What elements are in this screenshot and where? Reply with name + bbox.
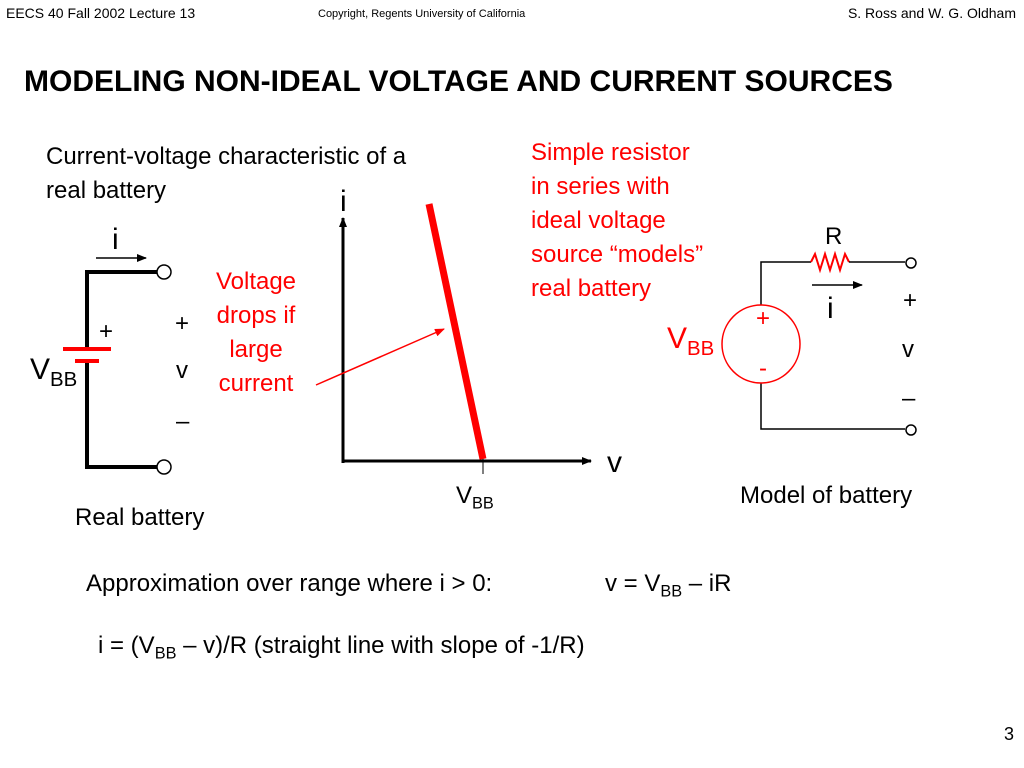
model-vbb-label: VBB xyxy=(667,322,714,359)
terminal-top xyxy=(156,264,172,280)
model-note-line-1: Simple resistor xyxy=(531,139,690,166)
model-note-line-3: ideal voltage xyxy=(531,207,666,234)
note-line-3: large xyxy=(229,336,283,363)
model-vbb-sub: BB xyxy=(687,338,715,361)
model-wire-top-left xyxy=(760,261,811,305)
terminal-minus-label: – xyxy=(176,408,190,435)
model-current-label: i xyxy=(827,292,834,325)
eq1-v: v = V xyxy=(605,570,661,597)
graph-vbb-sub: BB xyxy=(472,494,494,513)
eq1-sub: BB xyxy=(660,582,683,601)
real-battery-circuit xyxy=(63,254,172,475)
resistor-zigzag xyxy=(810,250,850,274)
page-number: 3 xyxy=(1003,724,1014,744)
battery-current-label: i xyxy=(112,223,119,256)
model-note-line-4: source “models” xyxy=(531,241,704,268)
caption-line-2: real battery xyxy=(46,177,167,204)
vbb-main: V xyxy=(30,353,51,386)
source-minus-label: - xyxy=(759,355,767,382)
model-circuit xyxy=(721,250,917,436)
equation-i: i = (VBB – v)/R (straight line with slop… xyxy=(98,632,585,663)
model-wire-bottom xyxy=(760,383,905,430)
caption-line-1: Current-voltage characteristic of a xyxy=(46,143,407,170)
equation-v: v = VBB – iR xyxy=(605,570,732,601)
terminal-plus-label: + xyxy=(175,310,190,337)
characteristic-caption: Current-voltage characteristic of a real… xyxy=(46,140,406,208)
real-battery-caption: Real battery xyxy=(75,504,205,531)
model-note: Simple resistor in series with ideal vol… xyxy=(531,136,703,306)
header-course: EECS 40 Fall 2002 Lecture 13 xyxy=(6,5,196,21)
note-pointer-arrow xyxy=(315,328,445,386)
model-note-line-2: in series with xyxy=(531,173,670,200)
ideal-voltage-source xyxy=(721,304,801,384)
iv-graph xyxy=(315,203,592,474)
approximation-text: Approximation over range where i > 0: xyxy=(86,570,493,597)
header-copyright: Copyright, Regents University of Califor… xyxy=(318,8,526,20)
terminal-v-label: v xyxy=(176,357,188,384)
eq2-b: – v)/R (straight line with slope of -1/R… xyxy=(176,632,585,659)
note-line-1: Voltage xyxy=(215,268,297,295)
eq2-a: i = (V xyxy=(98,632,155,659)
terminal-bottom xyxy=(156,459,172,475)
model-terminal-top xyxy=(905,257,917,269)
model-minus-label: – xyxy=(902,385,916,412)
header-authors: S. Ross and W. G. Oldham xyxy=(847,5,1016,21)
model-terminal-bottom xyxy=(905,424,917,436)
voltage-drop-note: Voltage drops if large current xyxy=(198,265,314,401)
characteristic-line xyxy=(425,203,487,460)
battery-plus-label: + xyxy=(99,318,114,345)
vbb-sub: BB xyxy=(50,369,78,392)
battery-vbb-label: VBB xyxy=(30,353,77,390)
graph-i-label: i xyxy=(340,185,347,218)
model-v-label: v xyxy=(902,336,914,363)
graph-vbb-label: VBB xyxy=(456,482,494,513)
battery-top-wire xyxy=(85,270,157,349)
graph-vbb-main: V xyxy=(456,482,473,509)
model-note-line-5: real battery xyxy=(531,275,652,302)
resistor-label: R xyxy=(825,223,843,250)
eq2-sub: BB xyxy=(154,644,177,663)
model-caption: Model of battery xyxy=(740,482,913,509)
graph-v-label: v xyxy=(607,446,622,479)
note-line-2: drops if xyxy=(216,302,296,329)
eq1-tail: – iR xyxy=(682,570,732,597)
source-plus-label: + xyxy=(756,305,771,332)
model-vbb-main: V xyxy=(667,322,688,355)
slide-title: MODELING NON-IDEAL VOLTAGE AND CURRENT S… xyxy=(24,65,893,98)
model-plus-label: + xyxy=(903,287,918,314)
note-line-4: current xyxy=(218,370,294,397)
battery-bottom-wire xyxy=(85,361,157,469)
